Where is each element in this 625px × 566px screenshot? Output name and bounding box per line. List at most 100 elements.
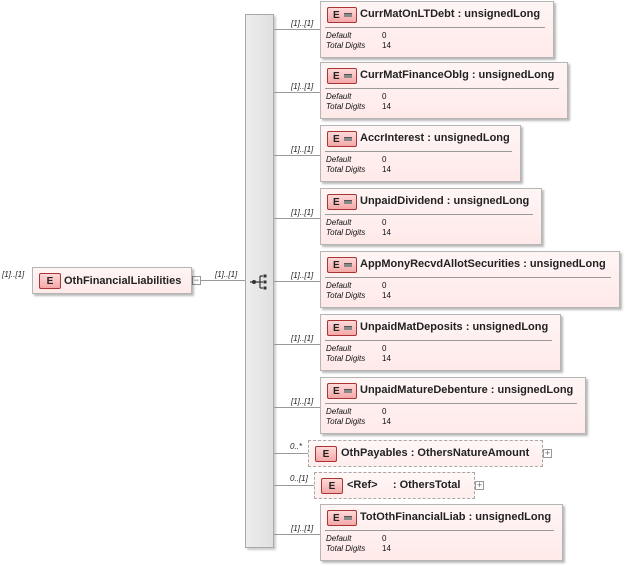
total-digits-value: 14 (382, 291, 391, 300)
default-label: Default (326, 218, 352, 227)
total-digits-value: 14 (382, 417, 391, 426)
child-element-totothfinancialliab[interactable]: E TotOthFinancialLiab : unsignedLong Def… (320, 504, 563, 561)
child-cardinality: [1]..[1] (291, 271, 314, 280)
element-icon: E (39, 273, 61, 289)
sequence-cardinality: [1]..[1] (215, 270, 238, 279)
child-element-ref-otherstotal[interactable]: E <Ref> : OthersTotal (314, 472, 475, 499)
element-icon: E (327, 68, 357, 84)
total-digits-value: 14 (382, 354, 391, 363)
default-label: Default (326, 407, 352, 416)
total-digits-label: Total Digits (326, 228, 366, 237)
child-element-appmonyrecvdallotsecurities[interactable]: E AppMonyRecvdAllotSecurities : unsigned… (320, 251, 620, 308)
child-element-name: UnpaidDividend : unsignedLong (360, 195, 530, 207)
default-value: 0 (382, 155, 387, 164)
total-digits-label: Total Digits (326, 41, 366, 50)
default-label: Default (326, 281, 352, 290)
separator (325, 151, 512, 152)
default-value: 0 (382, 281, 387, 290)
separator (325, 214, 533, 215)
total-digits-label: Total Digits (326, 417, 366, 426)
child-element-othpayables[interactable]: E OthPayables : OthersNatureAmount (308, 440, 543, 467)
total-digits-value: 14 (382, 41, 391, 50)
separator (325, 403, 577, 404)
child-connector (274, 344, 320, 345)
total-digits-value: 14 (382, 102, 391, 111)
child-cardinality: [1]..[1] (291, 208, 314, 217)
child-element-name: AppMonyRecvdAllotSecurities : unsignedLo… (360, 258, 606, 270)
separator (325, 530, 554, 531)
child-connector (274, 534, 320, 535)
default-label: Default (326, 344, 352, 353)
total-digits-value: 14 (382, 165, 391, 174)
child-element-accrinterest[interactable]: E AccrInterest : unsignedLong Default 0 … (320, 125, 521, 182)
expand-icon[interactable]: + (475, 480, 484, 490)
root-connector (201, 280, 245, 281)
child-connector (274, 92, 320, 93)
child-element-currmatfinanceoblg[interactable]: E CurrMatFinanceOblg : unsignedLong Defa… (320, 62, 568, 119)
element-icon: E (315, 446, 337, 462)
default-value: 0 (382, 344, 387, 353)
element-icon: E (327, 383, 357, 399)
separator (325, 340, 552, 341)
child-element-unpaidmatdeposits[interactable]: E UnpaidMatDeposits : unsignedLong Defau… (320, 314, 561, 371)
sequence-icon (250, 274, 267, 290)
child-connector (274, 485, 316, 486)
separator (325, 88, 559, 89)
child-element-currmatonltdebt[interactable]: E CurrMatOnLTDebt : unsignedLong Default… (320, 1, 554, 58)
total-digits-label: Total Digits (326, 354, 366, 363)
default-label: Default (326, 31, 352, 40)
total-digits-label: Total Digits (326, 165, 366, 174)
root-element-name: OthFinancialLiabilities (64, 275, 182, 287)
child-connector (274, 29, 320, 30)
child-element-name: TotOthFinancialLiab : unsignedLong (360, 511, 552, 523)
child-connector (274, 218, 320, 219)
expand-icon[interactable]: + (543, 448, 552, 458)
root-collapse-icon[interactable]: − (192, 275, 201, 285)
default-value: 0 (382, 534, 387, 543)
root-cardinality: [1]..[1] (2, 270, 25, 279)
child-connector (274, 155, 320, 156)
total-digits-label: Total Digits (326, 102, 366, 111)
element-icon: E (327, 7, 357, 23)
element-icon: E (327, 131, 357, 147)
child-element-name: CurrMatOnLTDebt : unsignedLong (360, 8, 541, 20)
child-connector (274, 407, 320, 408)
child-cardinality: [1]..[1] (291, 82, 314, 91)
child-element-name: OthPayables : OthersNatureAmount (341, 447, 530, 459)
separator (325, 277, 611, 278)
child-element-unpaidmaturedebenture[interactable]: E UnpaidMatureDebenture : unsignedLong D… (320, 377, 586, 434)
default-value: 0 (382, 218, 387, 227)
sequence-compositor[interactable] (245, 14, 274, 548)
default-label: Default (326, 155, 352, 164)
child-cardinality: [1]..[1] (291, 334, 314, 343)
separator (325, 27, 545, 28)
child-connector (274, 453, 310, 454)
child-cardinality: [1]..[1] (291, 19, 314, 28)
element-icon: E (327, 257, 357, 273)
child-cardinality: 0..[1] (290, 474, 308, 483)
root-element[interactable]: E OthFinancialLiabilities (32, 267, 192, 294)
child-element-name: CurrMatFinanceOblg : unsignedLong (360, 69, 555, 81)
child-element-name: <Ref> : OthersTotal (347, 479, 461, 491)
element-icon: E (321, 478, 343, 494)
element-icon: E (327, 320, 357, 336)
child-element-unpaiddividend[interactable]: E UnpaidDividend : unsignedLong Default … (320, 188, 542, 245)
child-cardinality: 0..* (290, 442, 303, 451)
total-digits-label: Total Digits (326, 544, 366, 553)
total-digits-value: 14 (382, 544, 391, 553)
total-digits-value: 14 (382, 228, 391, 237)
child-element-name: AccrInterest : unsignedLong (360, 132, 510, 144)
element-icon: E (327, 194, 357, 210)
child-cardinality: [1]..[1] (291, 145, 314, 154)
child-element-name: UnpaidMatDeposits : unsignedLong (360, 321, 549, 333)
child-cardinality: [1]..[1] (291, 397, 314, 406)
child-cardinality: [1]..[1] (291, 524, 314, 533)
default-label: Default (326, 92, 352, 101)
element-icon: E (327, 510, 357, 526)
default-value: 0 (382, 31, 387, 40)
default-value: 0 (382, 407, 387, 416)
total-digits-label: Total Digits (326, 291, 366, 300)
child-element-name: UnpaidMatureDebenture : unsignedLong (360, 384, 574, 396)
child-connector (274, 281, 320, 282)
default-value: 0 (382, 92, 387, 101)
